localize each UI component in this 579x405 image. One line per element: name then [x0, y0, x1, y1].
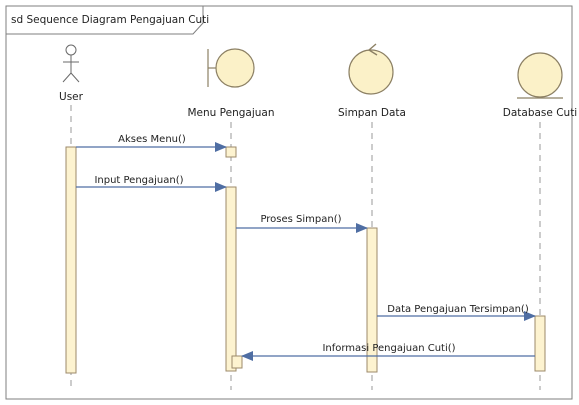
message-proses-simpan: Proses Simpan() — [236, 214, 368, 233]
activation-bar-db — [534, 315, 546, 372]
message-label: Proses Simpan() — [260, 214, 341, 225]
message-label: Informasi Pengajuan Cuti() — [322, 343, 455, 354]
lifeline-label-db: Database Cuti — [503, 107, 577, 119]
message-label: Data Pengajuan Tersimpan() — [387, 304, 529, 315]
activation-bar-user — [65, 146, 77, 374]
activation-bar-menu-3 — [231, 355, 243, 369]
message-label: Akses Menu() — [118, 134, 186, 145]
boundary-icon — [207, 48, 255, 88]
frame-border — [5, 5, 573, 400]
lifeline-menu: Menu Pengajuan — [188, 48, 275, 390]
frame-title-tab — [5, 5, 204, 35]
lifeline-label-user: User — [59, 91, 84, 103]
message-informasi-pengajuan: Informasi Pengajuan Cuti() — [241, 343, 535, 361]
actor-icon — [62, 44, 80, 83]
lifeline-label-menu: Menu Pengajuan — [188, 107, 275, 119]
activation-bar-simpan — [366, 227, 378, 373]
activation-bar-menu-2 — [225, 186, 237, 372]
message-input-pengajuan: Input Pengajuan() — [76, 175, 227, 192]
control-icon — [348, 43, 394, 95]
message-akses-menu: Akses Menu() — [76, 134, 227, 152]
message-label: Input Pengajuan() — [94, 175, 183, 186]
activation-bar-menu-1 — [225, 146, 237, 158]
lifeline-simpan: Simpan Data — [338, 43, 406, 390]
entity-icon — [517, 52, 563, 99]
activation-bars — [65, 146, 546, 374]
lifeline-label-simpan: Simpan Data — [338, 107, 406, 119]
message-data-tersimpan: Data Pengajuan Tersimpan() — [377, 304, 536, 321]
frame-title: sd Sequence Diagram Pengajuan Cuti — [11, 14, 209, 26]
